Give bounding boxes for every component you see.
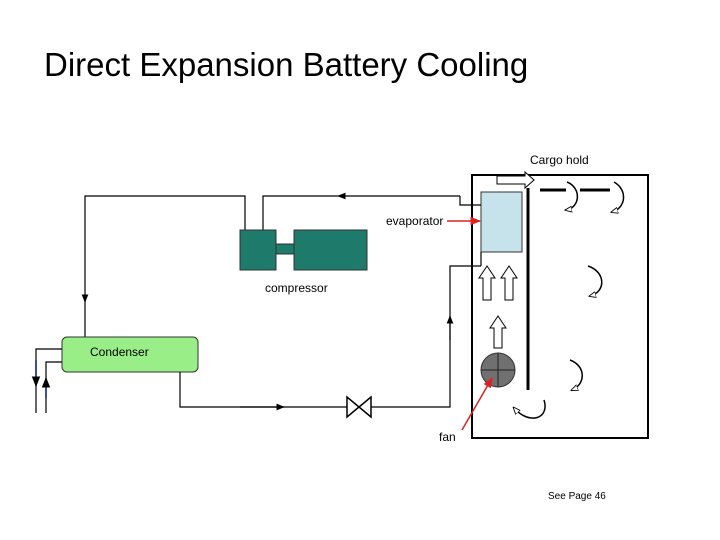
compressor-coupling bbox=[275, 243, 295, 255]
compressor-label: compressor bbox=[265, 281, 328, 295]
evaporator-label: evaporator bbox=[386, 214, 444, 228]
flow-arrow-icon bbox=[500, 265, 518, 301]
flow-arrow-icon bbox=[489, 315, 507, 349]
fan-label: fan bbox=[439, 430, 456, 444]
page-reference: See Page 46 bbox=[548, 491, 606, 502]
compressor-motor bbox=[239, 229, 277, 271]
air-swirl-icon bbox=[588, 265, 603, 296]
air-swirl-icon bbox=[570, 359, 583, 390]
condenser-label: Condenser bbox=[90, 345, 149, 359]
liquid-line bbox=[179, 372, 347, 408]
air-swirl-icon bbox=[566, 181, 579, 210]
condenser bbox=[61, 336, 199, 373]
suction-line-right bbox=[459, 196, 481, 206]
compressor-pump bbox=[293, 229, 368, 271]
air-swirl-icon bbox=[612, 181, 625, 212]
air-swirl-icon bbox=[514, 399, 546, 419]
water-line-in bbox=[45, 361, 62, 413]
water-line-out bbox=[35, 348, 62, 413]
liquid-line-after-valve bbox=[371, 265, 481, 408]
suction-line-drop bbox=[262, 195, 338, 230]
fan-callout-arrow bbox=[461, 377, 493, 431]
flow-arrow-icon bbox=[478, 265, 496, 301]
fan-icon bbox=[480, 352, 516, 388]
cargo-hold-box bbox=[471, 174, 649, 439]
page-title: Direct Expansion Battery Cooling bbox=[44, 46, 529, 83]
cargo-hold-label: Cargo hold bbox=[530, 153, 589, 167]
flow-arrow-icon bbox=[496, 170, 535, 190]
expansion-valve-icon bbox=[346, 395, 372, 419]
evaporator bbox=[480, 191, 523, 253]
discharge-line bbox=[81, 195, 246, 303]
